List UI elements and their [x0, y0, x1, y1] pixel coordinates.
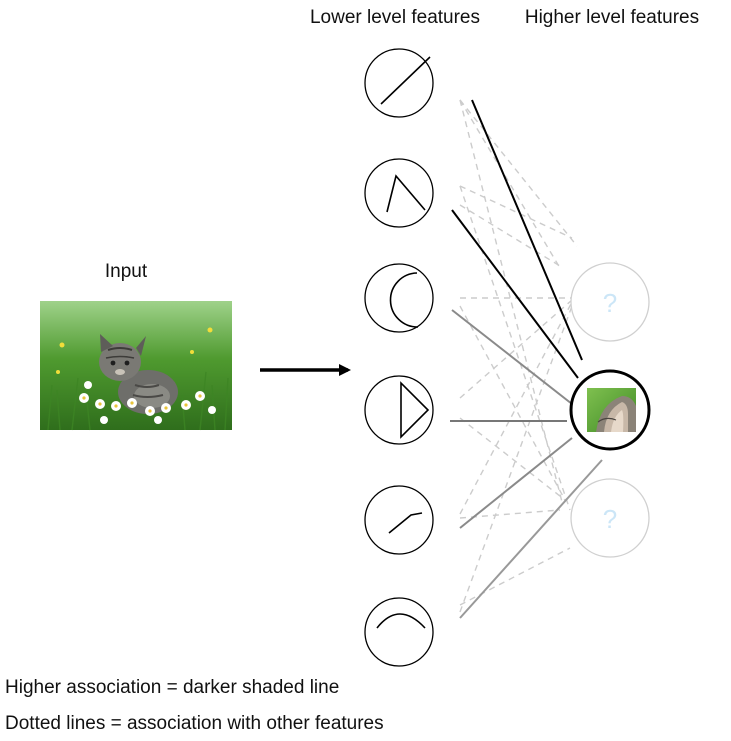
legend-darker-line: Higher association = darker shaded line — [5, 677, 339, 698]
higher-feature-node-ear — [569, 369, 651, 451]
higher-feature-node-unknown-top: ? — [570, 262, 650, 342]
medium-link-curve — [451, 309, 573, 405]
header-higher-level-features: Higher level features — [525, 7, 699, 28]
medium-link-arc — [459, 459, 603, 619]
arc-icon — [376, 613, 426, 629]
bent-line-icon — [388, 512, 423, 534]
medium-link-bent-line — [459, 437, 573, 529]
strong-link-diagonal — [471, 99, 583, 361]
association-lines — [450, 99, 603, 619]
triangle-right-icon — [400, 381, 430, 439]
strong-link-angle — [451, 209, 579, 379]
unknown-feature-question-mark: ? — [603, 504, 617, 534]
unknown-feature-question-mark: ? — [603, 288, 617, 318]
lower-feature-node-diagonal-line — [364, 48, 434, 118]
legend-dotted-line: Dotted lines = association with other fe… — [5, 713, 384, 734]
header-lower-level-features: Lower level features — [310, 7, 480, 28]
lower-feature-node-curve — [364, 263, 434, 333]
cat-ear-image — [587, 388, 636, 432]
lower-feature-node-triangle — [364, 375, 434, 445]
dotted-association-lines — [459, 99, 578, 613]
crescent-curve-icon — [389, 272, 419, 328]
lower-feature-node-arc — [364, 597, 434, 667]
lower-feature-node-angle — [364, 158, 434, 228]
input-kitten-image — [40, 301, 232, 431]
higher-feature-node-unknown-bottom: ? — [570, 478, 650, 558]
angle-caret-icon — [386, 174, 426, 213]
input-label: Input — [105, 261, 148, 282]
lower-feature-node-bent-line — [364, 485, 434, 555]
diagonal-line-icon — [380, 56, 431, 105]
